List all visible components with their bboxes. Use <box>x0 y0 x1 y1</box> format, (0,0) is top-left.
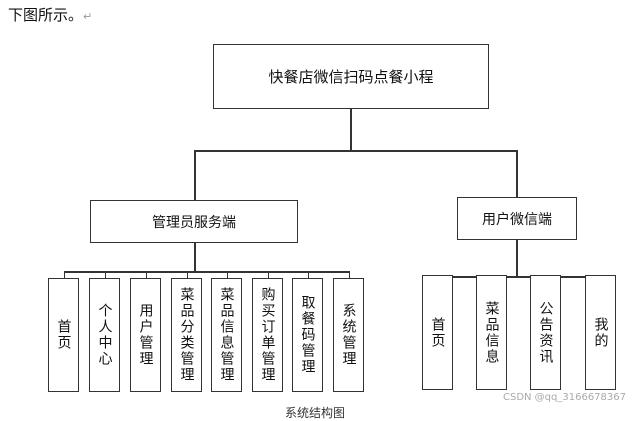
module-label: 首页 <box>55 319 72 351</box>
connector <box>307 271 309 278</box>
connector <box>226 271 228 278</box>
connector <box>516 239 518 277</box>
module-label: 个人中心 <box>96 303 113 367</box>
module-label: 菜品分类管理 <box>178 287 195 383</box>
root-node: 快餐店微信扫码点餐小程 <box>213 44 489 109</box>
connector <box>516 150 518 197</box>
module-label: 取餐码管理 <box>299 295 316 375</box>
watermark: CSDN @qq_31666783​67 <box>502 392 626 403</box>
module-label: 菜品信息 <box>483 300 500 365</box>
module-node: 我的 <box>585 275 616 390</box>
figure-caption: 系统结构图 <box>285 406 346 420</box>
module-label: 系统管理 <box>340 303 357 367</box>
admin-branch-node: 管理员服务端 <box>90 200 298 243</box>
root-label: 快餐店微信扫码点餐小程 <box>268 68 434 86</box>
connector <box>194 150 517 152</box>
module-label: 首页 <box>429 316 446 349</box>
module-node: 购买订单管理 <box>252 278 283 392</box>
module-label: 菜品信息管理 <box>218 287 235 383</box>
user-branch-label: 用户微信端 <box>482 211 552 228</box>
connector <box>145 271 147 278</box>
connector <box>64 271 350 273</box>
module-node: 取餐码管理 <box>292 278 323 392</box>
module-node: 菜品信息管理 <box>211 278 242 392</box>
module-node: 菜品信息 <box>476 275 507 390</box>
connector <box>437 276 600 278</box>
module-label: 公告资讯 <box>537 300 554 365</box>
connector <box>267 271 269 278</box>
module-node: 公告资讯 <box>530 275 561 390</box>
intro-label: 下图所示。 <box>8 6 84 24</box>
module-node: 首页 <box>48 278 79 392</box>
connector <box>194 242 196 272</box>
paragraph-mark: ↵ <box>83 10 93 23</box>
admin-branch-label: 管理员服务端 <box>152 214 236 231</box>
module-label: 用户管理 <box>137 303 154 367</box>
connector <box>348 271 350 278</box>
module-label: 购买订单管理 <box>259 287 276 383</box>
connector <box>194 150 196 200</box>
module-node: 系统管理 <box>333 278 364 392</box>
module-node: 用户管理 <box>130 278 161 392</box>
intro-text: 下图所示。↵ <box>8 4 92 25</box>
connector <box>186 271 188 278</box>
connector <box>63 271 65 278</box>
connector <box>104 271 106 278</box>
module-node: 首页 <box>422 275 453 390</box>
module-label: 我的 <box>592 316 609 349</box>
connector <box>350 108 352 151</box>
module-node: 菜品分类管理 <box>171 278 202 392</box>
module-node: 个人中心 <box>89 278 120 392</box>
user-branch-node: 用户微信端 <box>457 197 577 240</box>
